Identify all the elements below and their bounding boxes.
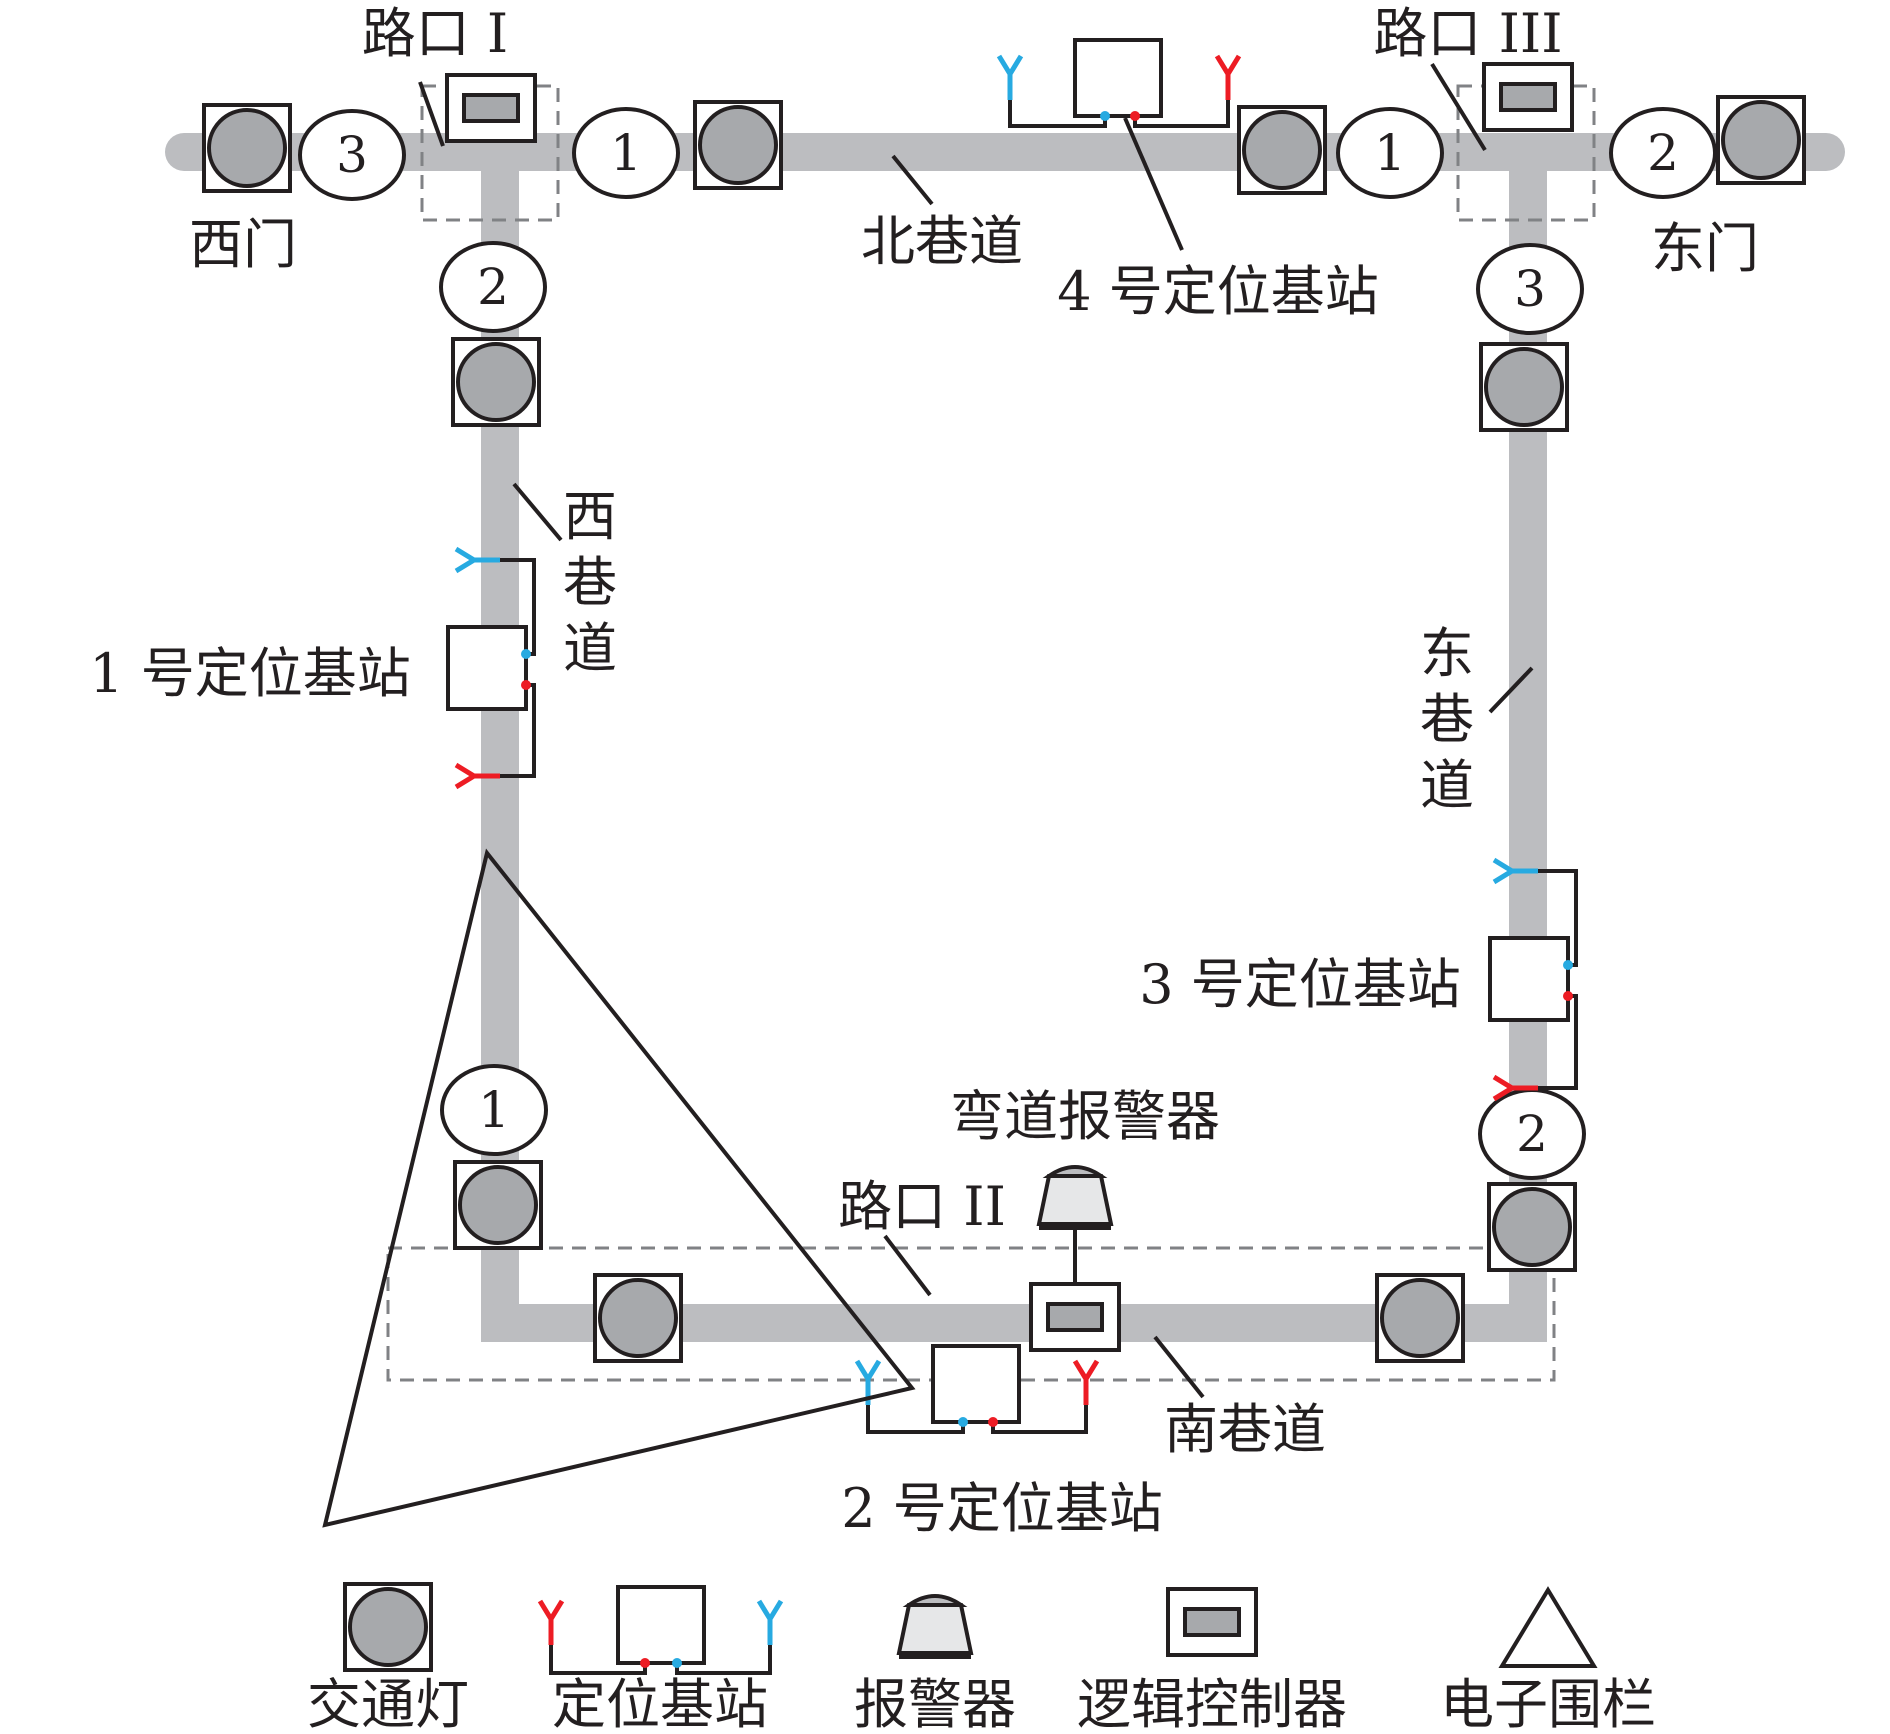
logic-controller-i1 [445, 73, 537, 143]
leader-station-4 [1123, 117, 1184, 251]
signal-number-i3-west: 1 [1336, 107, 1444, 199]
svg-text:1: 1 [610, 124, 642, 182]
traffic-light-west-gate [202, 103, 292, 193]
leader-west-roadway [512, 482, 563, 542]
legend-station-label: 定位基站 [552, 1673, 768, 1734]
traffic-light-i2-east-leg [1487, 1182, 1577, 1272]
svg-text:3: 3 [1514, 260, 1546, 318]
legend-controller-icon [1166, 1587, 1258, 1657]
electronic-fence [322, 848, 916, 1528]
svg-text:道: 道 [1420, 754, 1474, 817]
leader-i3 [1430, 62, 1487, 152]
east-roadway-label: 东 巷 道 [1420, 622, 1474, 817]
station-1-label: 1 号定位基站 [89, 642, 411, 705]
leader-east-roadway [1488, 666, 1534, 714]
svg-text:3: 3 [336, 126, 368, 184]
signal-number-i3-east: 2 [1609, 107, 1717, 199]
traffic-light-east-gate [1716, 95, 1806, 185]
station-4 [999, 38, 1239, 128]
roadway-network [165, 133, 1845, 1342]
leader-i1 [418, 81, 445, 147]
svg-text:1: 1 [1374, 124, 1406, 182]
svg-text:巷: 巷 [1420, 688, 1474, 751]
curve-alarm [1037, 1165, 1113, 1232]
legend-fence-icon [1498, 1586, 1598, 1668]
signal-number-i2-west: 1 [440, 1064, 548, 1156]
intersection-i2-label: 路口 II [838, 1175, 1006, 1238]
svg-text:西: 西 [563, 485, 617, 548]
south-roadway [481, 1304, 1547, 1342]
svg-text:2: 2 [477, 258, 509, 316]
west-roadway-label: 西 巷 道 [563, 485, 617, 680]
traffic-light-i1-east [693, 100, 783, 190]
signal-number-i2-east: 2 [1478, 1088, 1586, 1180]
signal-number-i1-west: 3 [298, 109, 406, 201]
logic-controller-i2 [1029, 1282, 1121, 1352]
station-3-label: 3 号定位基站 [1139, 953, 1461, 1016]
intersection-i3-label: 路口 III [1373, 2, 1562, 65]
intersection-i1-label: 路口 I [362, 2, 509, 65]
leader-south-roadway [1153, 1335, 1205, 1399]
intersection-i2-zone [386, 1246, 1556, 1382]
signal-number-i3-south: 3 [1476, 243, 1584, 335]
svg-text:道: 道 [563, 617, 617, 680]
traffic-light-i3-south [1479, 342, 1569, 432]
svg-text:1: 1 [478, 1081, 510, 1139]
intersection-i3-zone [1456, 84, 1596, 222]
legend-alarm-icon [897, 1594, 973, 1661]
signal-number-i1-south: 2 [439, 241, 547, 333]
traffic-light-i2-west-leg [453, 1160, 543, 1250]
station-1 [446, 549, 536, 787]
svg-text:巷: 巷 [563, 551, 617, 614]
legend-traffic-light-label: 交通灯 [307, 1673, 469, 1734]
legend-alarm-label: 报警器 [854, 1673, 1016, 1734]
legend-traffic-light-icon [343, 1582, 433, 1672]
svg-text:2: 2 [1516, 1105, 1548, 1163]
svg-text:东: 东 [1420, 622, 1474, 685]
logic-controller-i3 [1482, 62, 1574, 132]
leader-i2 [883, 1234, 932, 1297]
signal-number-i1-east: 1 [572, 107, 680, 199]
traffic-light-i2-south-west [593, 1273, 683, 1363]
station-2-label: 2 号定位基站 [841, 1477, 1163, 1540]
station-2 [857, 1344, 1097, 1434]
traffic-light-i2-south-east [1375, 1273, 1465, 1363]
station-3 [1488, 860, 1578, 1099]
east-gate-label: 东门 [1651, 217, 1759, 280]
traffic-light-i1-south [451, 337, 541, 427]
legend-fence-label: 电子围栏 [1440, 1673, 1656, 1734]
traffic-light-i3-west [1237, 105, 1327, 195]
south-roadway-label: 南巷道 [1164, 1398, 1326, 1461]
intersection-i1-zone [420, 84, 560, 222]
west-gate-label: 西门 [189, 213, 297, 276]
legend-station-icon [540, 1585, 781, 1675]
station-4-label: 4 号定位基站 [1057, 260, 1379, 323]
legend-controller-label: 逻辑控制器 [1077, 1673, 1347, 1734]
leader-north-roadway [891, 154, 934, 206]
svg-text:2: 2 [1647, 124, 1679, 182]
legend: 交通灯 定位基站 报警器 逻辑控制器 电子围栏 [307, 1582, 1656, 1734]
curve-alarm-label: 弯道报警器 [950, 1085, 1220, 1148]
north-roadway-label: 北巷道 [861, 210, 1023, 273]
